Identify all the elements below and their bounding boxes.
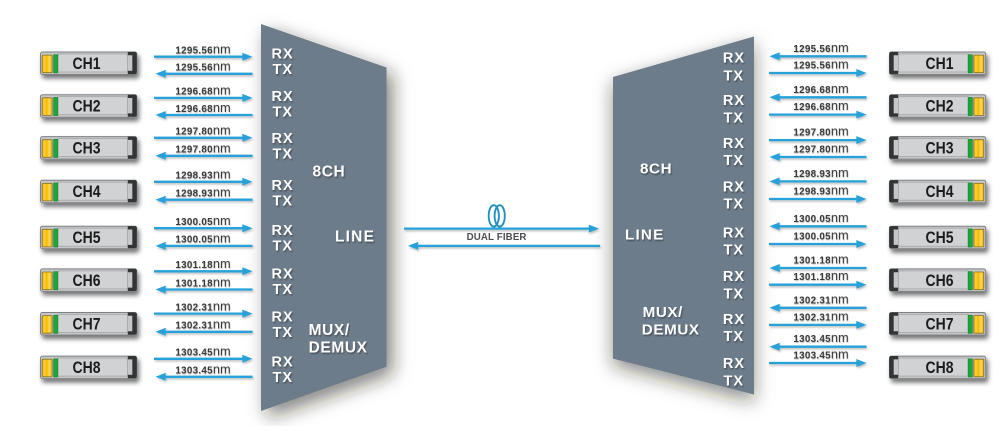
svg-text:1298.93nm: 1298.93nm <box>175 185 230 200</box>
svg-text:1300.05nm: 1300.05nm <box>175 213 230 228</box>
svg-text:1303.45nm: 1303.45nm <box>175 362 230 377</box>
svg-text:1303.45nm: 1303.45nm <box>793 330 848 345</box>
svg-text:RX: RX <box>723 93 745 109</box>
svg-text:CH1: CH1 <box>926 55 954 73</box>
svg-text:MUX/: MUX/ <box>643 304 684 321</box>
svg-text:RX: RX <box>723 356 745 372</box>
svg-text:1295.56nm: 1295.56nm <box>793 57 848 72</box>
svg-text:1302.31nm: 1302.31nm <box>175 317 230 332</box>
svg-text:CH4: CH4 <box>73 183 101 201</box>
svg-text:1295.56nm: 1295.56nm <box>175 42 230 57</box>
svg-text:1300.05nm: 1300.05nm <box>175 231 230 246</box>
svg-text:8CH: 8CH <box>640 161 672 178</box>
svg-text:1302.31nm: 1302.31nm <box>793 291 848 306</box>
svg-text:CH4: CH4 <box>926 183 954 201</box>
svg-text:LINE: LINE <box>335 229 375 246</box>
svg-text:TX: TX <box>273 239 294 255</box>
svg-text:CH3: CH3 <box>926 140 954 158</box>
svg-text:TX: TX <box>273 325 294 341</box>
svg-text:RX: RX <box>272 131 294 147</box>
svg-text:1303.45nm: 1303.45nm <box>175 344 230 359</box>
svg-text:1302.31nm: 1302.31nm <box>175 298 230 313</box>
svg-text:CH8: CH8 <box>73 359 101 377</box>
svg-text:1297.80nm: 1297.80nm <box>793 141 848 156</box>
svg-text:1298.93nm: 1298.93nm <box>793 183 848 198</box>
svg-text:TX: TX <box>723 374 744 390</box>
svg-text:CH6: CH6 <box>73 272 101 290</box>
svg-text:CH1: CH1 <box>73 55 101 73</box>
svg-text:1296.68nm: 1296.68nm <box>793 98 848 113</box>
svg-text:1296.68nm: 1296.68nm <box>175 100 230 115</box>
svg-text:1298.93nm: 1298.93nm <box>175 167 230 182</box>
svg-text:TX: TX <box>723 69 744 85</box>
svg-text:RX: RX <box>272 178 294 194</box>
svg-text:1296.68nm: 1296.68nm <box>175 83 230 98</box>
svg-text:TX: TX <box>273 105 294 121</box>
svg-text:DEMUX: DEMUX <box>309 339 368 356</box>
svg-text:1301.18nm: 1301.18nm <box>175 256 230 271</box>
svg-text:RX: RX <box>723 226 745 242</box>
svg-text:LINE: LINE <box>625 227 664 244</box>
svg-text:TX: TX <box>273 370 294 386</box>
svg-text:RX: RX <box>723 50 745 66</box>
svg-text:CH2: CH2 <box>926 98 954 116</box>
svg-text:1297.80nm: 1297.80nm <box>175 141 230 156</box>
svg-text:1300.05nm: 1300.05nm <box>793 228 848 243</box>
svg-text:DEMUX: DEMUX <box>642 322 700 339</box>
svg-text:RX: RX <box>272 309 294 325</box>
svg-text:CH7: CH7 <box>926 316 954 334</box>
svg-text:1295.56nm: 1295.56nm <box>175 59 230 74</box>
svg-text:1301.18nm: 1301.18nm <box>793 252 848 267</box>
svg-text:CH6: CH6 <box>926 272 954 290</box>
svg-text:1297.80nm: 1297.80nm <box>793 124 848 139</box>
svg-text:RX: RX <box>723 180 745 196</box>
svg-text:TX: TX <box>723 286 744 302</box>
svg-text:TX: TX <box>723 153 744 169</box>
svg-text:1296.68nm: 1296.68nm <box>793 81 848 96</box>
svg-text:1301.18nm: 1301.18nm <box>793 268 848 283</box>
svg-text:1301.18nm: 1301.18nm <box>175 274 230 289</box>
svg-text:1302.31nm: 1302.31nm <box>793 308 848 323</box>
svg-text:CH5: CH5 <box>73 229 101 247</box>
svg-text:TX: TX <box>273 282 294 298</box>
svg-text:TX: TX <box>273 194 294 210</box>
svg-text:8CH: 8CH <box>313 164 346 181</box>
svg-text:TX: TX <box>273 147 294 163</box>
svg-text:CH3: CH3 <box>73 140 101 158</box>
svg-text:RX: RX <box>272 223 294 239</box>
svg-text:TX: TX <box>723 197 744 213</box>
svg-text:1295.56nm: 1295.56nm <box>793 40 848 55</box>
svg-text:CH2: CH2 <box>73 98 101 116</box>
svg-text:1300.05nm: 1300.05nm <box>793 210 848 225</box>
svg-text:MUX/: MUX/ <box>309 322 350 339</box>
svg-text:CH8: CH8 <box>926 359 954 377</box>
svg-text:TX: TX <box>723 329 744 345</box>
svg-text:TX: TX <box>723 110 744 126</box>
svg-text:1298.93nm: 1298.93nm <box>793 165 848 180</box>
svg-text:RX: RX <box>723 312 745 328</box>
svg-text:RX: RX <box>723 136 745 152</box>
svg-text:CH5: CH5 <box>926 229 954 247</box>
svg-text:RX: RX <box>272 46 294 62</box>
svg-text:RX: RX <box>272 89 294 105</box>
svg-text:1297.80nm: 1297.80nm <box>175 123 230 138</box>
svg-text:RX: RX <box>272 267 294 283</box>
svg-text:CH7: CH7 <box>73 316 101 334</box>
svg-text:TX: TX <box>723 243 744 259</box>
svg-text:1303.45nm: 1303.45nm <box>793 347 848 362</box>
svg-text:TX: TX <box>273 62 294 78</box>
svg-text:RX: RX <box>272 355 294 371</box>
svg-text:RX: RX <box>723 269 745 285</box>
svg-text:DUAL FIBER: DUAL FIBER <box>467 232 527 243</box>
